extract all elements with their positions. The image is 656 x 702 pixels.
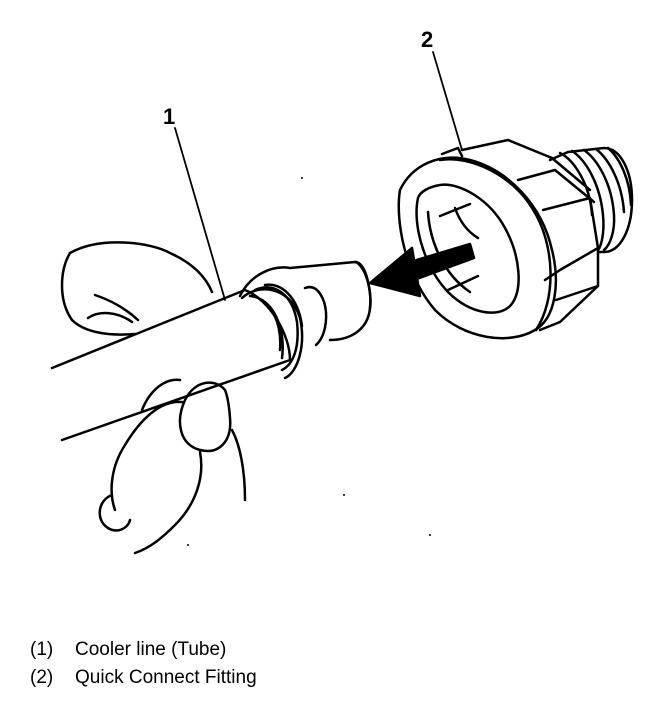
tube-end-bead xyxy=(238,260,372,380)
quick-connect-illustration xyxy=(50,51,634,555)
lower-hand xyxy=(98,378,247,555)
insertion-arrow xyxy=(368,242,476,298)
legend-item-cooler-line: (1) Cooler line (Tube) xyxy=(30,636,257,664)
leader-line-1 xyxy=(174,127,226,301)
scan-speckles xyxy=(187,177,431,546)
legend-item-quick-connect-fitting: (2) Quick Connect Fitting xyxy=(30,664,257,692)
quick-connect-fitting xyxy=(397,138,634,340)
callout-1: 1 xyxy=(163,104,176,129)
legend: (1) Cooler line (Tube) (2) Quick Connect… xyxy=(30,636,257,692)
legend-number: (2) xyxy=(30,667,54,688)
cooler-line-tube xyxy=(50,288,292,442)
legend-text: Quick Connect Fitting xyxy=(75,667,257,688)
upper-hand xyxy=(60,241,214,336)
legend-text: Cooler line (Tube) xyxy=(75,639,227,660)
leader-line-2 xyxy=(432,51,463,151)
legend-number: (1) xyxy=(30,639,54,660)
callout-2: 2 xyxy=(421,27,434,52)
